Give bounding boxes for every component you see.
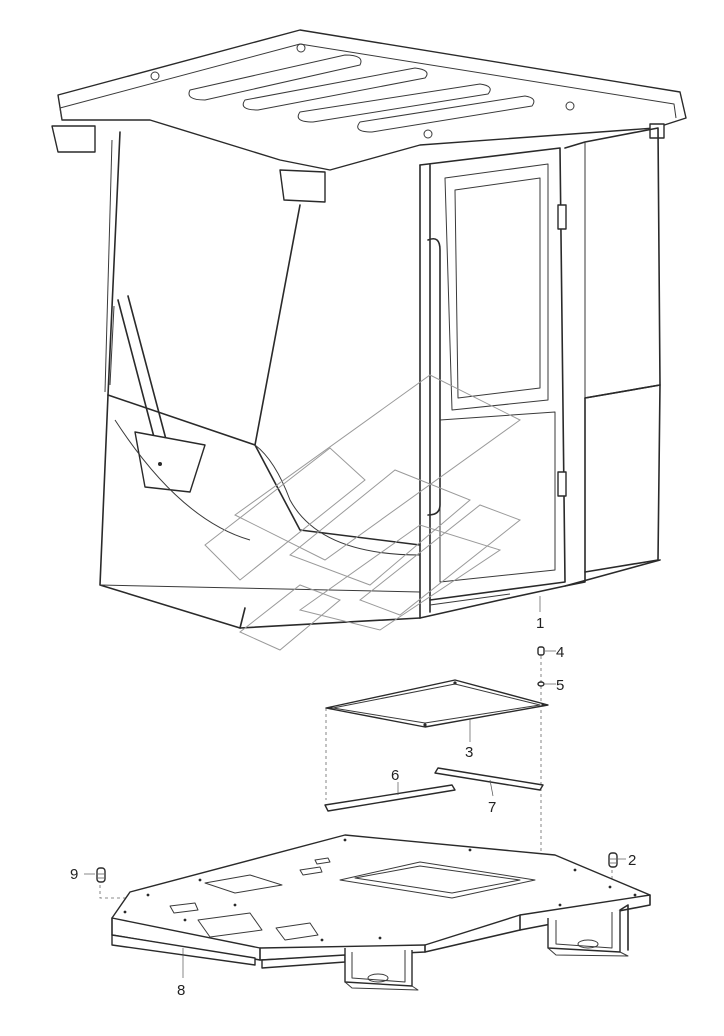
watermark-logo <box>204 374 522 651</box>
washer-part-5 <box>537 681 556 687</box>
callout-4: 4 <box>556 644 564 661</box>
roof-ribs <box>188 54 535 133</box>
front-right-lamp <box>279 169 326 203</box>
callout-5: 5 <box>556 677 564 694</box>
bolt-part-2 <box>608 852 626 868</box>
cab-assembly <box>51 29 687 629</box>
bolt-part-9 <box>84 867 106 883</box>
roof-bolts <box>150 43 575 139</box>
seal-strip-part-7 <box>434 767 544 797</box>
base-rivets <box>123 838 637 942</box>
callout-8: 8 <box>177 982 185 999</box>
callout-9: 9 <box>70 866 78 883</box>
seal-strip-part-6 <box>324 782 456 812</box>
callout-labels: 1 2 3 4 5 6 7 8 9 <box>70 615 636 999</box>
callout-3: 3 <box>465 744 473 761</box>
mounting-foot-front <box>344 948 419 991</box>
wiper <box>109 295 173 463</box>
callout-2: 2 <box>628 852 636 869</box>
wiper-motor-plate <box>134 431 206 493</box>
callout-1: 1 <box>536 615 544 632</box>
door-handle <box>427 237 441 516</box>
mounting-foot-rear <box>547 904 629 957</box>
floor-base-part-8 <box>111 834 651 991</box>
callout-7: 7 <box>488 799 496 816</box>
floor-mat-part-3 <box>325 679 549 742</box>
callout-6: 6 <box>391 767 399 784</box>
front-left-lamp <box>51 125 96 153</box>
rear-lamp <box>649 123 665 139</box>
bolt-part-4 <box>537 646 556 656</box>
